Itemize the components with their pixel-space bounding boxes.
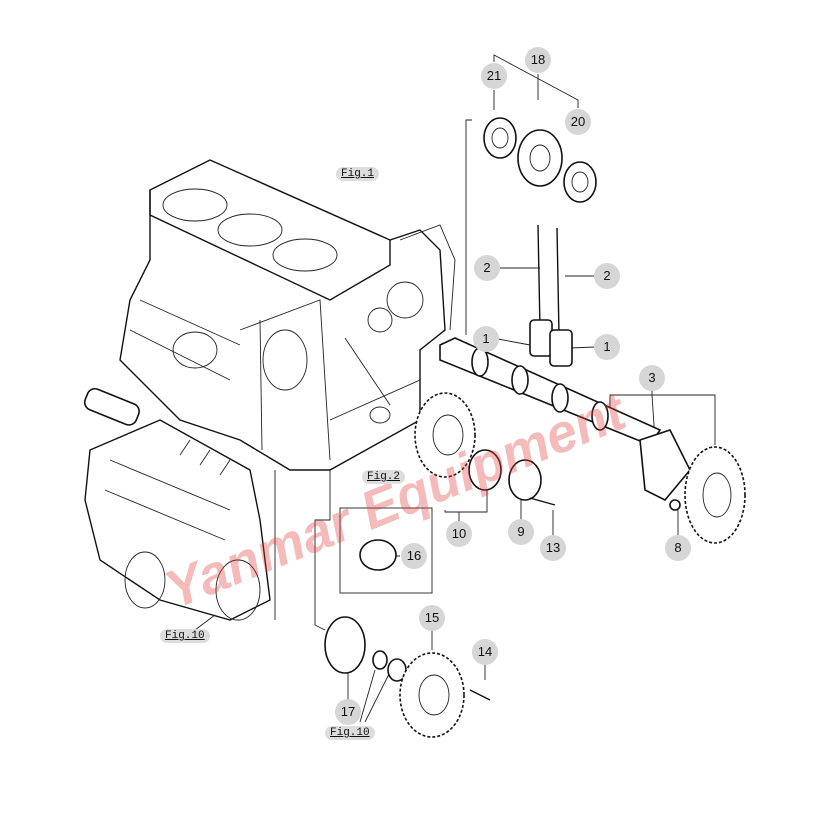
callout-3: 3: [639, 365, 665, 391]
callout-1: 1: [594, 334, 620, 360]
callout-18: 18: [525, 47, 551, 73]
callout-9: 9: [508, 519, 534, 545]
gears: [324, 392, 746, 738]
callout-15: 15: [419, 605, 445, 631]
push-rods-tappets: [529, 224, 573, 367]
callout-2: 2: [594, 263, 620, 289]
callout-13: 13: [540, 535, 566, 561]
cylinder-block: [119, 159, 456, 471]
fig-10-ref[interactable]: Fig.10: [325, 726, 375, 740]
fig-1-ref[interactable]: Fig.1: [336, 167, 380, 181]
callout-8: 8: [665, 535, 691, 561]
callout-2: 2: [474, 255, 500, 281]
callout-17: 17: [335, 699, 361, 725]
fig-2-ref[interactable]: Fig.2: [362, 470, 406, 484]
callout-14: 14: [472, 639, 498, 665]
leader-lines: [194, 54, 716, 723]
callout-10: 10: [446, 521, 472, 547]
idle-gear-assembly: [483, 117, 597, 203]
callout-21: 21: [481, 63, 507, 89]
camshaft: [439, 337, 662, 446]
callout-16: 16: [401, 543, 427, 569]
callout-20: 20: [565, 109, 591, 135]
callout-1: 1: [473, 326, 499, 352]
injection-pump: [83, 387, 271, 621]
fig-10-ref[interactable]: Fig.10: [160, 629, 210, 643]
